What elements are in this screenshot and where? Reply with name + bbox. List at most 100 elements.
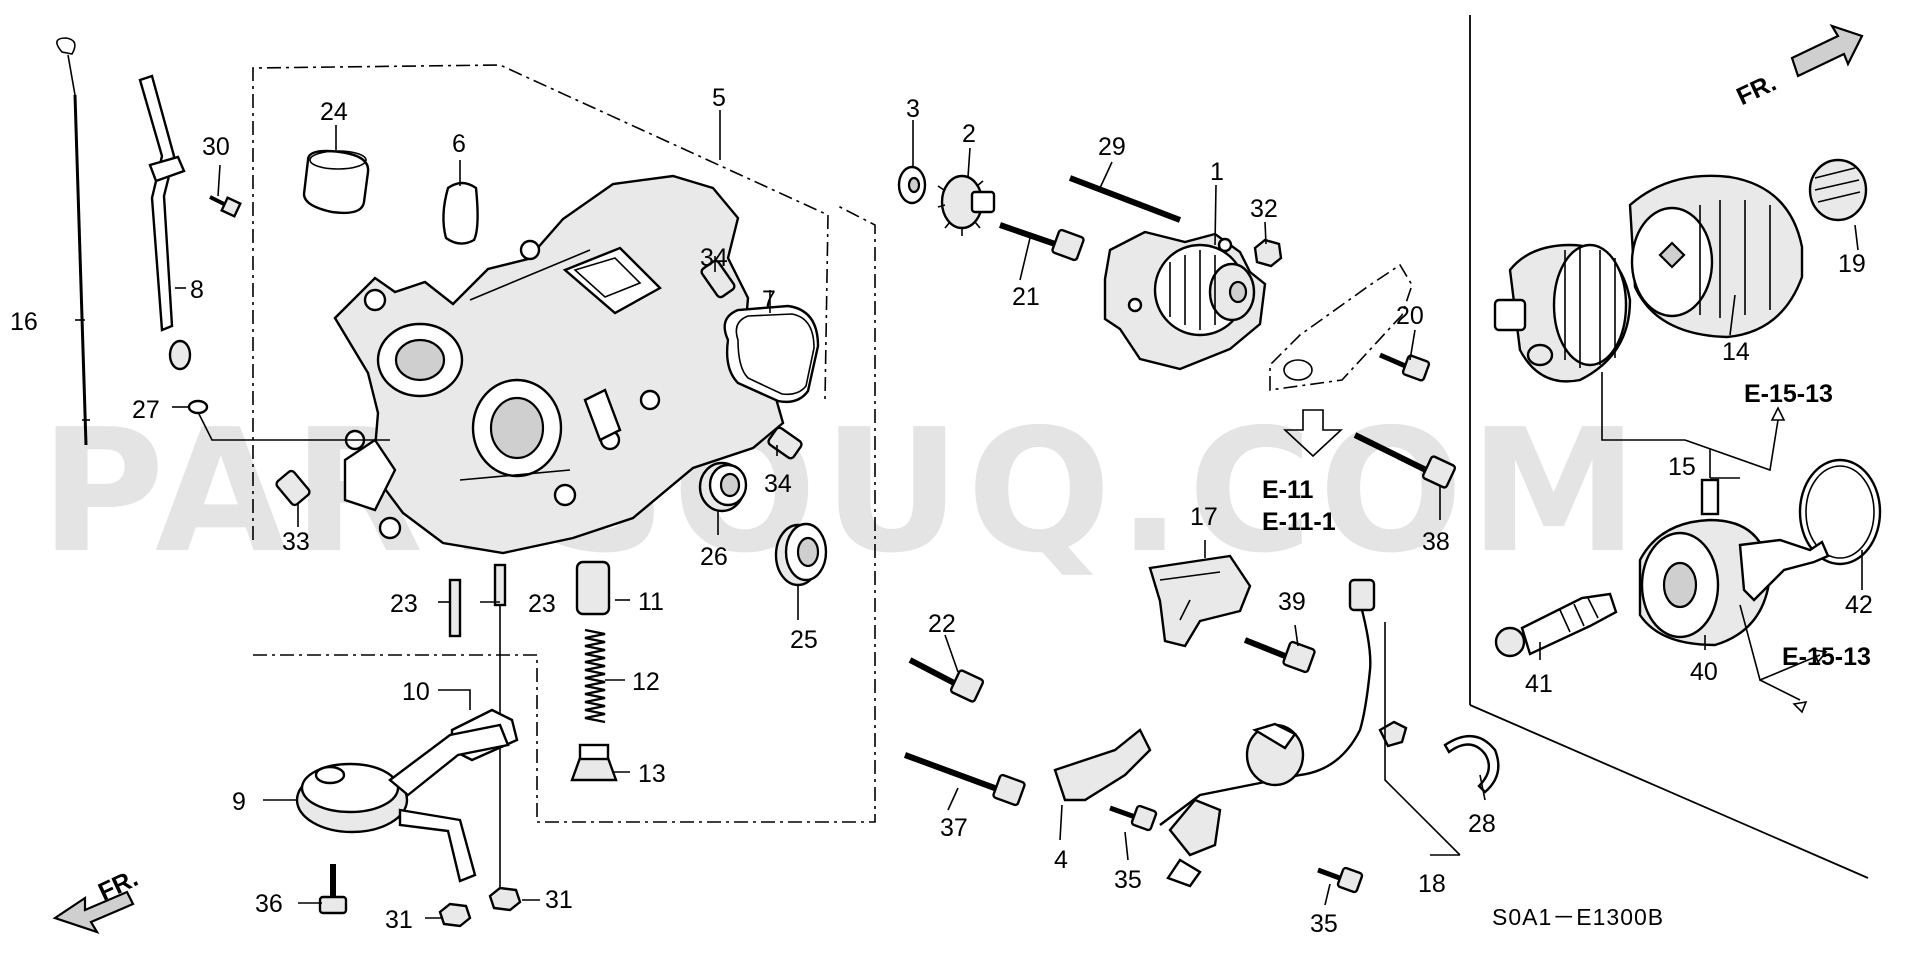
callout-20: 20 [1396, 302, 1424, 330]
o-ring-42[interactable] [1798, 458, 1882, 566]
callout-19: 19 [1838, 250, 1866, 278]
stud-bolt-29[interactable] [1068, 175, 1182, 223]
callout-21: 21 [1012, 283, 1040, 311]
callout-29: 29 [1098, 133, 1126, 161]
clip-28[interactable] [1443, 735, 1500, 794]
callout-35-right: 35 [1310, 910, 1338, 938]
washer-3[interactable] [897, 165, 927, 205]
callout-33: 33 [282, 528, 310, 556]
relief-valve-41[interactable] [1494, 592, 1618, 658]
e11-arrow [1282, 409, 1344, 458]
bracket-4[interactable] [1053, 728, 1152, 802]
callout-10: 10 [402, 678, 430, 706]
callout-18: 18 [1418, 870, 1446, 898]
callout-30: 30 [202, 133, 230, 161]
sealing-bolt-13[interactable] [570, 743, 618, 782]
callout-38: 38 [1422, 528, 1450, 556]
callout-23-left: 23 [390, 590, 418, 618]
callout-2: 2 [962, 120, 976, 148]
callout-36: 36 [255, 890, 283, 918]
callout-17: 17 [1190, 503, 1218, 531]
callout-27: 27 [132, 396, 160, 424]
bracket-17[interactable] [1148, 554, 1252, 648]
sensor-harness-18[interactable] [1159, 578, 1408, 888]
stud-23b[interactable] [493, 563, 507, 607]
oil-cooler-40[interactable] [1638, 478, 1830, 647]
bolt-35b[interactable] [1317, 866, 1364, 894]
callout-35-left: 35 [1114, 866, 1142, 894]
callout-32: 32 [1250, 195, 1278, 223]
nut-31a[interactable] [438, 902, 472, 928]
callout-22: 22 [928, 610, 956, 638]
o-ring-27[interactable] [187, 399, 209, 415]
dowel-pin-34b[interactable] [767, 426, 803, 460]
callout-3: 3 [906, 95, 920, 123]
bolt-20[interactable] [1379, 352, 1431, 382]
callout-34-top: 34 [700, 244, 728, 272]
callout-7: 7 [762, 286, 776, 314]
spring-12[interactable] [584, 628, 606, 724]
callout-37: 37 [940, 814, 968, 842]
callout-14: 14 [1722, 338, 1750, 366]
nut-31b[interactable] [488, 886, 522, 912]
ref-e15-13-bottom: E-15-13 [1782, 643, 1871, 671]
ref-e11-1: E-11-1 [1262, 508, 1336, 536]
svg-text:FR.: FR. [1732, 69, 1780, 111]
callout-42: 42 [1845, 591, 1873, 619]
callout-4: 4 [1054, 846, 1068, 874]
callout-41: 41 [1525, 670, 1553, 698]
oil-strainer-9[interactable] [295, 723, 510, 883]
nut-32[interactable] [1253, 238, 1283, 268]
bolt-37[interactable] [903, 752, 1026, 807]
bolt-36[interactable] [318, 864, 348, 915]
bolt-30[interactable] [209, 195, 242, 218]
relief-valve-11[interactable] [575, 560, 611, 616]
oil-filter-14[interactable] [1628, 174, 1804, 339]
callout-26: 26 [700, 543, 728, 571]
callout-34-bottom: 34 [764, 470, 792, 498]
threaded-bolt-19[interactable] [1808, 158, 1868, 222]
oil-filter-frame [1469, 15, 1869, 879]
bolt-22[interactable] [908, 657, 985, 703]
dipstick[interactable] [56, 37, 90, 446]
oil-filter-base[interactable] [1493, 243, 1632, 383]
diagram-code: S0A1－E1300B [1492, 904, 1664, 930]
front-direction-arrow-bottom: FR. [52, 864, 142, 934]
callout-40: 40 [1690, 658, 1718, 686]
oil-seal-25[interactable] [774, 522, 828, 587]
o-ring-6[interactable] [442, 181, 479, 245]
callout-8: 8 [190, 276, 204, 304]
oil-pump-assembly-frame [252, 64, 876, 823]
callout-28: 28 [1468, 810, 1496, 838]
callout-13: 13 [638, 760, 666, 788]
front-direction-arrow-top: FR. [1732, 24, 1864, 111]
dowel-pin-34a[interactable] [700, 259, 736, 299]
callout-24: 24 [320, 98, 348, 126]
bolt-21[interactable] [999, 222, 1085, 262]
dipstick-pipe[interactable] [138, 74, 192, 371]
stud-23a[interactable] [448, 578, 462, 638]
dowel-pin-33[interactable] [275, 469, 311, 507]
svg-text:FR.: FR. [94, 864, 142, 906]
oil-seal-26[interactable] [698, 461, 748, 513]
callout-31-right: 31 [545, 886, 573, 914]
reference-plate [1269, 263, 1413, 391]
callout-12: 12 [632, 668, 660, 696]
water-pump-1[interactable] [1103, 230, 1267, 371]
bolt-35a[interactable] [1109, 804, 1158, 832]
bolt-38[interactable] [1353, 432, 1457, 489]
callout-11: 11 [638, 588, 664, 616]
collar-24[interactable] [302, 149, 370, 215]
callout-15: 15 [1668, 453, 1696, 481]
callout-39: 39 [1278, 588, 1306, 616]
gear-2[interactable] [937, 174, 996, 236]
ref-e11: E-11 [1262, 476, 1314, 504]
callout-16: 16 [10, 308, 38, 336]
bolt-39[interactable] [1243, 637, 1316, 674]
callout-6: 6 [452, 130, 466, 158]
callout-25: 25 [790, 626, 818, 654]
leader-lines [75, 110, 1863, 919]
callout-5: 5 [712, 84, 726, 112]
